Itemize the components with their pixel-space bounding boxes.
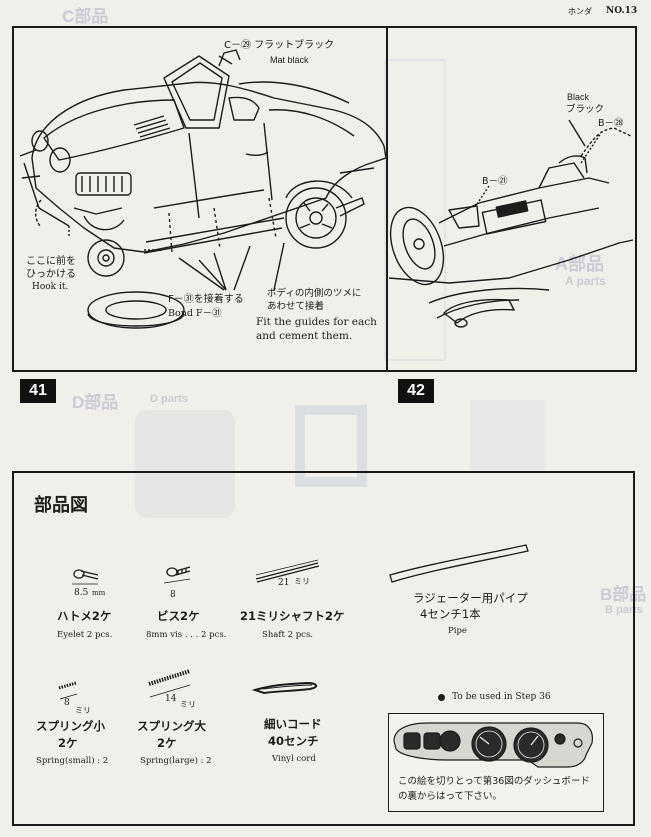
- screw-dim: 8: [170, 590, 176, 600]
- steps-divider: [386, 28, 388, 370]
- step41-bond-en: Bond F－㉛: [168, 308, 222, 319]
- screw-label-en: 8mm vis . . . 2 pcs.: [146, 630, 227, 640]
- step-badge-41: 41: [20, 379, 56, 403]
- steps-frame: [12, 26, 637, 372]
- small-spring-dim-unit: ミリ: [75, 706, 91, 715]
- step-badge-42: 42: [398, 379, 434, 403]
- step36-bullet-icon: [438, 694, 445, 701]
- eyelet-label-jp: ハトメ2ケ: [57, 609, 112, 623]
- dashboard-gauges-illustration: [393, 722, 593, 768]
- shaft-dim-unit: ミリ: [294, 577, 310, 586]
- dashboard-note-1: この絵を切りとって第36図のダッシュボード: [398, 776, 590, 787]
- shaft-label-jp: 21ミリシャフト2ケ: [240, 609, 345, 623]
- step41-c29-en: Mat black: [270, 55, 309, 65]
- screw-label-jp: ビス2ケ: [157, 609, 200, 623]
- large-spring-dim-unit: ミリ: [180, 700, 196, 709]
- brand-header: ホンダ: [568, 7, 592, 16]
- vinyl-cord-label-en: Vinyl cord: [272, 754, 316, 764]
- eyelet-dim-unit: mm: [92, 589, 106, 597]
- pipe-label-jp-2: 4センチ1本: [420, 607, 481, 621]
- step41-guides-en-2: and cement them.: [256, 330, 353, 342]
- small-spring-label-jp-1: スプリング小: [36, 719, 105, 733]
- eyelet-dim: 8.5: [74, 588, 89, 598]
- step41-c29-label: C－㉙ フラットブラック: [224, 40, 335, 51]
- parts-drawings: [58, 544, 529, 700]
- large-spring-label-en: Spring(large) : 2: [140, 756, 212, 766]
- ghost-d-parts-jp: D部品: [72, 393, 119, 412]
- step41-hook-en: Hook it.: [32, 282, 69, 292]
- vinyl-cord-label-jp-2: 40センチ: [268, 734, 319, 748]
- chassis-illustration: [388, 119, 634, 328]
- step36-note: To be used in Step 36: [452, 692, 551, 702]
- ghost-d-parts-en: D parts: [150, 393, 188, 405]
- step41-guides-jp-2: あわせて接着: [267, 301, 325, 312]
- step42-b21-label: B－㉑: [482, 176, 508, 187]
- small-spring-label-en: Spring(small) : 2: [36, 756, 109, 766]
- shaft-dim: 21: [278, 578, 290, 588]
- pipe-label-jp-1: ラジェーター用パイプ: [413, 591, 528, 605]
- step41-guides-jp-1: ボディの内側のツメに: [267, 288, 362, 299]
- step41-guides-en-1: Fit the guides for each: [256, 316, 377, 328]
- ghost-a-parts-jp: A部品: [555, 254, 604, 274]
- small-spring-label-jp-2: 2ケ: [58, 736, 78, 750]
- step41-bond-jp: F－㉛を接着する: [168, 294, 244, 305]
- ghost-a-parts-en: A parts: [565, 274, 606, 288]
- parts-panel-title: 部品図: [34, 495, 88, 516]
- step42-b28-label: B－㉘: [598, 118, 624, 129]
- large-spring-label-jp-2: 2ケ: [157, 736, 177, 750]
- step42-black-en: Black: [567, 92, 590, 102]
- parts-panel: [12, 471, 635, 826]
- large-spring-dim: 14: [165, 694, 177, 704]
- eyelet-label-en: Eyelet 2 pcs.: [57, 630, 113, 640]
- car-body-illustration: [19, 49, 387, 329]
- step42-black-jp: ブラック: [566, 104, 605, 115]
- page-number: NO.13: [606, 6, 638, 16]
- vinyl-cord-label-jp-1: 細いコード: [264, 717, 322, 731]
- ghost-c-parts: C部品: [62, 7, 109, 26]
- dashboard-note-2: の裏からはって下さい。: [398, 791, 503, 802]
- step41-hook-jp-2: ひっかける: [26, 269, 76, 280]
- shaft-label-en: Shaft 2 pcs.: [262, 630, 314, 640]
- pipe-label-en: Pipe: [448, 626, 467, 636]
- large-spring-label-jp-1: スプリング大: [137, 719, 206, 733]
- small-spring-dim: 8: [64, 698, 70, 708]
- step41-hook-jp-1: ここに前を: [26, 256, 76, 267]
